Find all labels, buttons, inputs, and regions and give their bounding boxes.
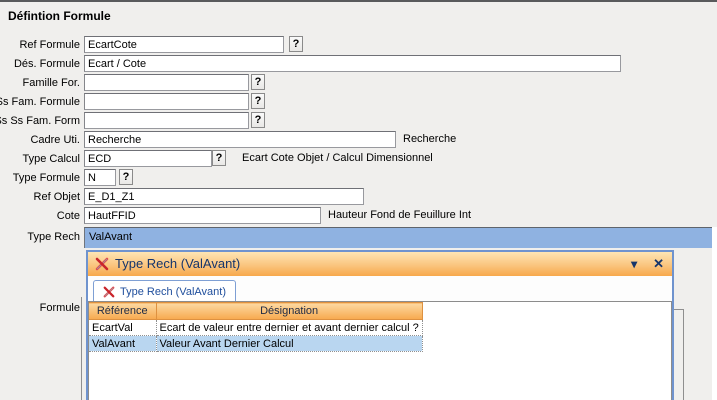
ss-fam-formule-field[interactable] (84, 93, 249, 110)
popup-tab-strip: Type Rech (ValAvant) (88, 276, 672, 302)
formule-field-right-edge (683, 310, 684, 400)
type-formule-field[interactable] (84, 169, 116, 186)
column-header-designation[interactable]: Désignation (156, 302, 423, 320)
popup-close-button[interactable]: ✕ (653, 256, 664, 271)
des-formule-field[interactable] (84, 55, 621, 72)
window-top-edge (0, 0, 717, 2)
cote-description: Hauteur Fond de Feuillure Int (328, 209, 472, 221)
famille-for-field[interactable] (84, 74, 249, 91)
cell-designation[interactable]: Valeur Avant Dernier Calcul (156, 335, 423, 352)
label-type-rech: Type Rech (27, 231, 80, 243)
cadre-uti-field[interactable] (84, 131, 396, 148)
column-header-reference[interactable]: Référence (89, 302, 157, 320)
label-ss-fam-formule: Ss Fam. Formule (0, 96, 80, 108)
table-row-selected[interactable]: ValAvant Valeur Avant Dernier Calcul (89, 335, 423, 352)
label-ss-ss-fam-form: Ss Ss Fam. Form (0, 115, 80, 127)
label-type-formule: Type Formule (12, 172, 80, 184)
help-button-ref-formule[interactable]: ? (289, 36, 303, 52)
crossed-tools-icon (95, 257, 109, 271)
right-edge-strip (712, 227, 717, 400)
label-cadre-uti: Cadre Uti. (30, 134, 80, 146)
help-button-type-calcul[interactable]: ? (212, 150, 226, 166)
cadre-uti-description: Recherche (403, 133, 457, 145)
label-type-calcul: Type Calcul (22, 153, 80, 165)
label-famille-for: Famille For. (22, 77, 80, 89)
table-row[interactable]: EcartVal Ecart de valeur entre dernier e… (89, 319, 423, 336)
tab-label: Type Rech (ValAvant) (120, 285, 226, 298)
ref-formule-field[interactable] (84, 36, 284, 53)
label-ref-formule: Ref Formule (19, 39, 80, 51)
popup-collapse-button[interactable]: ▾ (631, 257, 638, 271)
cell-designation[interactable]: Ecart de valeur entre dernier et avant d… (156, 319, 423, 336)
cote-field[interactable] (84, 207, 321, 224)
crossed-tools-icon (103, 286, 115, 297)
ref-objet-field[interactable] (84, 188, 364, 205)
ss-ss-fam-form-field[interactable] (84, 112, 249, 129)
help-button-famille-for[interactable]: ? (251, 74, 265, 90)
cell-reference[interactable]: ValAvant (89, 335, 157, 352)
formule-field-top-edge (674, 309, 684, 310)
type-rech-popup-window: Type Rech (ValAvant) ▾ ✕ Type Rech (ValA… (86, 250, 674, 400)
help-button-type-formule[interactable]: ? (119, 169, 133, 185)
popup-title: Type Rech (ValAvant) (115, 256, 241, 271)
popup-content-panel: Référence Désignation EcartVal Ecart de … (88, 301, 672, 400)
cell-reference[interactable]: EcartVal (89, 319, 157, 336)
help-button-ss-ss-fam-form[interactable]: ? (251, 112, 265, 128)
type-rech-table: Référence Désignation EcartVal Ecart de … (89, 302, 423, 352)
type-calcul-description: Ecart Cote Objet / Calcul Dimensionnel (242, 152, 433, 164)
label-cote: Cote (56, 210, 80, 222)
help-button-ss-fam-formule[interactable]: ? (251, 93, 265, 109)
tab-type-rech[interactable]: Type Rech (ValAvant) (93, 280, 236, 302)
page-title: Défintion Formule (8, 9, 111, 23)
formule-field-left-edge (81, 297, 82, 400)
type-rech-selected-field[interactable]: ValAvant (84, 227, 712, 248)
label-ref-objet: Ref Objet (33, 191, 80, 203)
popup-titlebar[interactable]: Type Rech (ValAvant) ▾ ✕ (88, 252, 672, 276)
label-des-formule: Dés. Formule (13, 58, 80, 70)
type-calcul-field[interactable] (84, 150, 212, 167)
label-formule: Formule (39, 302, 80, 314)
